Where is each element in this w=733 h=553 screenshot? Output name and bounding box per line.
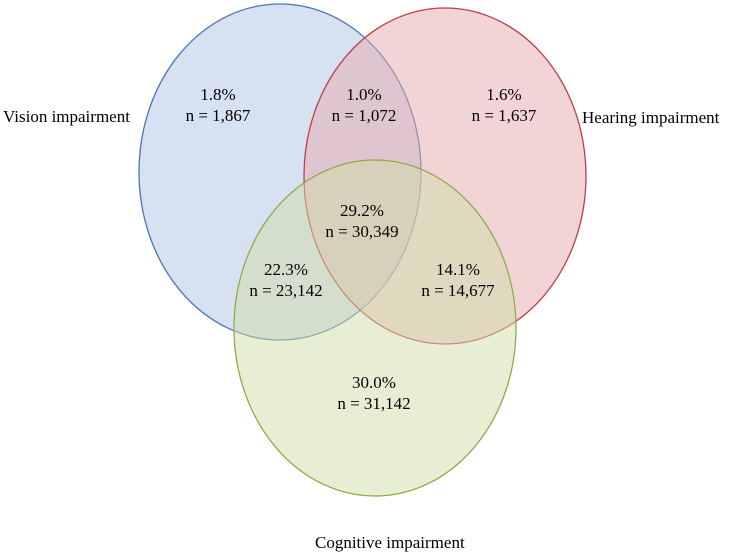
region-cognitive-only-pct: 30.0% bbox=[352, 373, 396, 392]
region-all-three-n: n = 30,349 bbox=[325, 222, 399, 241]
cognitive-circle bbox=[233, 159, 517, 497]
region-hearing-only-pct: 1.6% bbox=[486, 85, 522, 104]
region-vision-hearing-pct: 1.0% bbox=[346, 85, 382, 104]
region-cognitive-only-n: n = 31,142 bbox=[337, 394, 411, 413]
region-vision-only: 1.8% n = 1,867 bbox=[148, 84, 288, 126]
vision-set-label: Vision impairment bbox=[3, 107, 130, 126]
region-hearing-only: 1.6% n = 1,637 bbox=[434, 84, 574, 126]
region-hearing-only-n: n = 1,637 bbox=[471, 106, 537, 125]
cognitive-set-label: Cognitive impairment bbox=[315, 533, 465, 552]
region-vision-cognitive-n: n = 23,142 bbox=[249, 281, 323, 300]
region-cognitive-only: 30.0% n = 31,142 bbox=[304, 372, 444, 414]
region-vision-only-n: n = 1,867 bbox=[185, 106, 251, 125]
hearing-set-label: Hearing impairment bbox=[582, 108, 720, 127]
region-hearing-cognitive: 14.1% n = 14,677 bbox=[388, 259, 528, 301]
region-vision-cognitive: 22.3% n = 23,142 bbox=[216, 259, 356, 301]
region-all-three: 29.2% n = 30,349 bbox=[292, 200, 432, 242]
region-hearing-cognitive-pct: 14.1% bbox=[436, 260, 480, 279]
region-vision-only-pct: 1.8% bbox=[200, 85, 236, 104]
region-vision-hearing: 1.0% n = 1,072 bbox=[294, 84, 434, 126]
region-hearing-cognitive-n: n = 14,677 bbox=[421, 281, 495, 300]
region-vision-hearing-n: n = 1,072 bbox=[331, 106, 397, 125]
region-all-three-pct: 29.2% bbox=[340, 201, 384, 220]
region-vision-cognitive-pct: 22.3% bbox=[264, 260, 308, 279]
